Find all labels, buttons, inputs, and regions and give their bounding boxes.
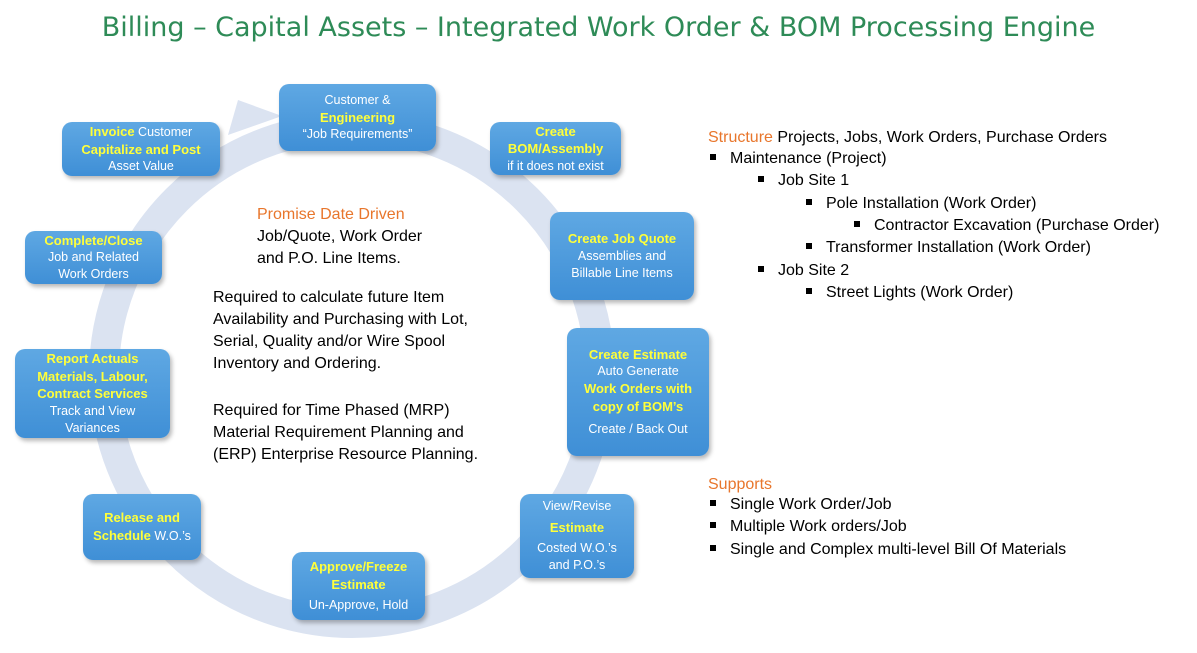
box-line: Customer & [324,92,391,107]
box-line: Costed W.O.’s [537,541,617,556]
box-line: Un-Approve, Hold [308,598,409,613]
bullet-icon [758,265,764,272]
create-bom-box[interactable]: Create BOM/Assembly if it does not exist [490,122,621,175]
supports-item-text: Single Work Order/Job [730,496,892,513]
structure-item: Pole Installation (Work Order) [806,195,1036,213]
box-line: Billable Line Items [571,265,673,280]
center-line: Job/Quote, Work Order [257,228,423,245]
box-heading: Create [535,123,576,139]
box-heading: Estimate [331,576,386,592]
box-line-suffix: W.O.’s [150,528,191,543]
box-heading: Approve/Freeze [309,559,408,575]
box-line: View/Revise [542,498,612,513]
box-line: Variances [65,420,120,435]
structure-item-text: Contractor Excavation (Purchase Order) [874,217,1160,234]
report-actuals-box[interactable]: Report Actuals Materials, Labour, Contra… [15,349,170,438]
bullet-icon [710,521,716,528]
supports-item-text: Multiple Work orders/Job [730,518,907,535]
structure-item: Transformer Installation (Work Order) [806,239,1091,257]
structure-description: Projects, Jobs, Work Orders, Purchase Or… [772,129,1107,146]
bullet-icon [806,242,812,249]
page-title: Billing – Capital Assets – Integrated Wo… [101,12,1096,43]
view-revise-estimate-box[interactable]: View/Revise Estimate Costed W.O.’s and P… [520,494,634,578]
invoice-customer-box[interactable]: Invoice Customer Capitalize and Post Ass… [62,122,220,176]
structure-label: Structure [708,129,773,146]
box-heading: Contract Services [37,386,148,402]
supports-heading: Supports [708,474,772,496]
box-line: Work Orders [58,267,129,282]
center-line: Required to calculate future Item [213,289,445,306]
box-heading: Capitalize and Post [81,141,201,157]
structure-heading: Structure Projects, Jobs, Work Orders, P… [708,127,1107,149]
structure-item: Street Lights (Work Order) [806,284,1013,302]
structure-item: Maintenance (Project) [710,150,887,168]
supports-item-text: Single and Complex multi-level Bill Of M… [730,541,1067,558]
supports-label: Supports [708,476,773,493]
structure-item: Contractor Excavation (Purchase Order) [854,217,1159,235]
structure-item-text: Job Site 2 [778,262,850,279]
structure-item-text: Maintenance (Project) [730,150,887,167]
box-heading: copy of BOM’s [592,398,684,414]
bullet-icon [854,220,860,227]
box-heading: BOM/Assembly [507,141,604,157]
structure-item: Job Site 1 [758,172,849,190]
structure-item-text: Job Site 1 [778,172,850,189]
box-line: Track and View [49,403,136,418]
center-line: and P.O. Line Items. [257,250,401,267]
box-line: “Job Requirements” [302,127,413,142]
structure-item-text: Street Lights (Work Order) [826,284,1014,301]
box-heading: Create Estimate [588,346,688,362]
structure-item: Job Site 2 [758,262,849,280]
box-heading: Complete/Close [44,232,143,248]
box-line-suffix: Customer [134,124,193,139]
box-heading: Report Actuals [46,351,139,367]
box-line: Asset Value [108,159,174,174]
box-heading: Schedule [93,527,151,543]
center-text-block-3: Required for Time Phased (MRP) Material … [213,400,478,466]
bullet-icon [758,175,764,182]
box-heading: Estimate [549,519,605,535]
promise-date-heading: Promise Date Driven [257,206,405,223]
create-estimate-box[interactable]: Create Estimate Auto Generate Work Order… [567,328,709,456]
box-line: Job and Related [47,250,140,265]
box-line: Invoice Customer [90,123,192,141]
bullet-icon [710,153,716,160]
box-line: Assemblies and [577,248,667,263]
center-line: Availability and Purchasing with Lot, [213,311,468,328]
supports-item: Single Work Order/Job [710,496,892,514]
box-line: Create / Back Out [588,422,688,437]
center-line: Material Requirement Planning and [213,424,464,441]
structure-item-text: Pole Installation (Work Order) [826,195,1037,212]
bullet-icon [806,198,812,205]
supports-item: Single and Complex multi-level Bill Of M… [710,541,1066,559]
bullet-icon [710,544,716,551]
structure-item-text: Transformer Installation (Work Order) [826,239,1091,256]
center-line: Serial, Quality and/or Wire Spool [213,333,446,350]
center-line: Required for Time Phased (MRP) [213,402,450,419]
box-heading: Create Job Quote [567,231,677,247]
approve-freeze-estimate-box[interactable]: Approve/Freeze Estimate Un-Approve, Hold [292,552,425,620]
bullet-icon [710,499,716,506]
box-heading: Engineering [319,109,396,125]
box-line: if it does not exist [507,158,604,173]
center-line: Inventory and Ordering. [213,355,382,372]
box-heading: Release and [104,510,180,526]
box-heading: Materials, Labour, [37,368,148,384]
box-line: Schedule W.O.’s [93,527,191,545]
complete-close-box[interactable]: Complete/Close Job and Related Work Orde… [25,231,162,284]
box-line: Auto Generate [597,364,679,379]
box-line: and P.O.’s [548,558,606,573]
bullet-icon [806,287,812,294]
box-heading: Invoice [89,123,135,139]
center-text-block-1: Promise Date Driven Job/Quote, Work Orde… [257,204,422,270]
release-schedule-box[interactable]: Release and Schedule W.O.’s [83,494,201,560]
box-heading: Work Orders with [583,381,693,397]
center-text-block-2: Required to calculate future Item Availa… [213,287,468,375]
supports-item: Multiple Work orders/Job [710,518,907,536]
create-job-quote-box[interactable]: Create Job Quote Assemblies and Billable… [550,212,694,300]
customer-engineering-box[interactable]: Customer & Engineering “Job Requirements… [279,84,436,151]
center-line: (ERP) Enterprise Resource Planning. [213,446,479,463]
arrow-head [228,100,282,135]
